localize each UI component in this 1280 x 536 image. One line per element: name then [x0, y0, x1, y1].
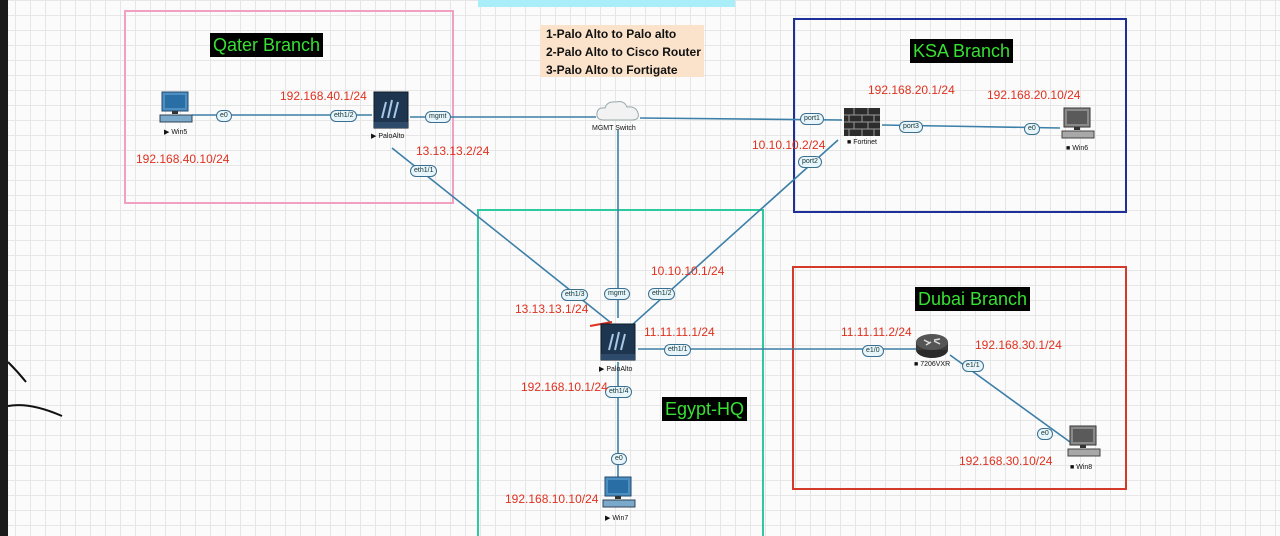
label-paloalto-hq: ▶ PaloAlto [599, 366, 633, 373]
port-win5-e0: e0 [216, 110, 232, 122]
port-win6-e0: e0 [1024, 123, 1040, 135]
ip-dubai-host: 192.168.30.10/24 [959, 454, 1053, 468]
cloud-icon [596, 101, 639, 121]
ip-qater-gw: 192.168.40.1/24 [280, 89, 367, 103]
port-pa1-eth12: eth1/2 [330, 110, 358, 122]
ip-ksa-wan: 10.10.10.2/24 [752, 138, 826, 152]
label-win6-text: Win6 [1072, 145, 1089, 152]
brick-firewall-icon [844, 108, 880, 136]
note-3: 3-Palo Alto to Fortigate [546, 63, 678, 77]
ip-hq-lan: 192.168.10.1/24 [521, 380, 608, 394]
label-router-text: 7206VXR [920, 361, 951, 368]
label-paloalto-hq-text: PaloAlto [606, 366, 633, 373]
label-win6: ■ Win6 [1066, 145, 1089, 152]
port-pa1-mgmt: mgmt [425, 111, 451, 123]
ip-dubai-wan: 11.11.11.2/24 [841, 325, 912, 339]
label-mgmt-switch: MGMT Switch [592, 125, 636, 132]
label-win8: ■ Win8 [1070, 464, 1093, 471]
computer-icon [159, 91, 193, 123]
left-edge-bar [0, 0, 8, 536]
zone-egypt [477, 209, 764, 536]
port-hq-eth13: eth1/3 [561, 289, 589, 301]
zone-qater [124, 10, 454, 204]
label-paloalto-qater: ▶ PaloAlto [371, 133, 405, 140]
ip-hq-host: 192.168.10.10/24 [505, 492, 599, 506]
port-win8-e0: e0 [1037, 428, 1053, 440]
zone-ksa [793, 18, 1127, 213]
label-win5-text: Win5 [171, 129, 188, 136]
firewall-fortinet[interactable] [842, 106, 882, 143]
label-fortinet-text: Fortinet [853, 139, 877, 146]
router-7206vxr[interactable] [914, 332, 950, 365]
label-win5: ▶ Win5 [164, 129, 188, 136]
notes-box: 1-Palo Alto to Palo alto 2-Palo Alto to … [540, 25, 704, 77]
paloalto-icon [600, 323, 636, 361]
ip-hq-to-dubai: 11.11.11.1/24 [644, 325, 715, 339]
port-win7-e0: e0 [611, 453, 627, 465]
port-pa1-eth11: eth1/1 [410, 165, 438, 177]
ip-hq-to-ksa: 10.10.10.1/24 [651, 264, 725, 278]
firewall-paloalto-qater[interactable] [372, 90, 410, 135]
router-icon [916, 334, 948, 358]
pc-win7[interactable] [601, 475, 637, 514]
note-1: 1-Palo Alto to Palo alto [546, 27, 677, 41]
port-fw-port1: port1 [800, 113, 824, 125]
top-strip [478, 0, 735, 7]
pen-strokes [7, 361, 63, 417]
label-win8-text: Win8 [1076, 464, 1093, 471]
ip-ksa-gw: 192.168.20.1/24 [868, 83, 955, 97]
computer-icon [1067, 425, 1101, 457]
label-win7: ▶ Win7 [605, 515, 629, 522]
pc-win5[interactable] [158, 90, 194, 129]
zone-label-qater: Qater Branch [210, 33, 324, 57]
port-hq-mgmt: mgmt [604, 288, 630, 300]
firewall-paloalto-hq[interactable] [599, 322, 637, 367]
pc-win6[interactable] [1060, 106, 1096, 145]
zone-label-egypt: Egypt-HQ [662, 397, 748, 421]
zone-dubai [792, 266, 1127, 490]
ip-qater-host: 192.168.40.10/24 [136, 152, 230, 166]
label-router: ■ 7206VXR [914, 361, 951, 368]
port-rt-e10: e1/0 [862, 345, 884, 357]
pc-win8[interactable] [1066, 424, 1102, 463]
zone-label-ksa: KSA Branch [910, 39, 1014, 63]
ip-hq-to-qater: 13.13.13.1/24 [515, 302, 589, 316]
label-paloalto-qater-text: PaloAlto [378, 133, 405, 140]
port-hq-eth14: eth1/4 [605, 386, 633, 398]
paloalto-icon [373, 91, 409, 129]
zone-label-dubai: Dubai Branch [915, 287, 1031, 311]
ip-ksa-host: 192.168.20.10/24 [987, 88, 1081, 102]
port-fw-port3: port3 [899, 121, 923, 133]
port-hq-eth12: eth1/2 [648, 288, 676, 300]
label-win7-text: Win7 [612, 515, 629, 522]
ip-dubai-gw: 192.168.30.1/24 [975, 338, 1062, 352]
computer-icon [1061, 107, 1095, 139]
label-fortinet: ■ Fortinet [847, 139, 877, 146]
computer-icon [602, 476, 636, 508]
note-2: 2-Palo Alto to Cisco Router [546, 45, 701, 59]
port-fw-port2: port2 [798, 156, 822, 168]
port-rt-e11: e1/1 [962, 360, 984, 372]
mgmt-switch[interactable] [594, 98, 642, 129]
ip-qater-wan: 13.13.13.2/24 [416, 144, 490, 158]
port-hq-eth11: eth1/1 [664, 344, 692, 356]
